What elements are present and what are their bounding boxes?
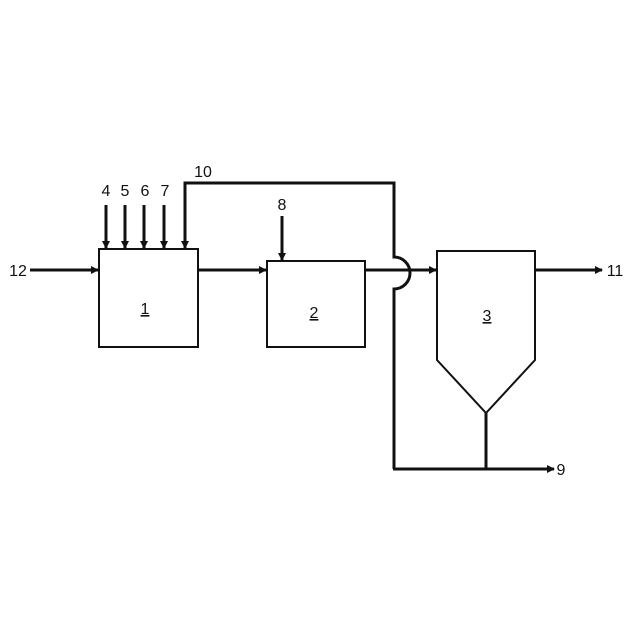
unit-3-label: 3 — [483, 308, 492, 325]
unit-1-box — [99, 249, 198, 347]
stream-12-label: 12 — [9, 263, 27, 280]
stream-9-label: 9 — [557, 462, 566, 479]
stream-10-label: 10 — [194, 164, 212, 181]
stream-5-label: 5 — [121, 183, 130, 200]
unit-2-label: 2 — [310, 305, 319, 322]
stream-4-label: 4 — [102, 183, 111, 200]
stream-11-label: 11 — [607, 263, 624, 280]
stream-6-label: 6 — [141, 183, 150, 200]
stream-7-label: 7 — [161, 183, 170, 200]
stream-8-label: 8 — [278, 197, 287, 214]
unit-2-box — [267, 261, 365, 347]
unit-3-vessel — [437, 251, 535, 413]
unit-1-label: 1 — [141, 301, 150, 318]
